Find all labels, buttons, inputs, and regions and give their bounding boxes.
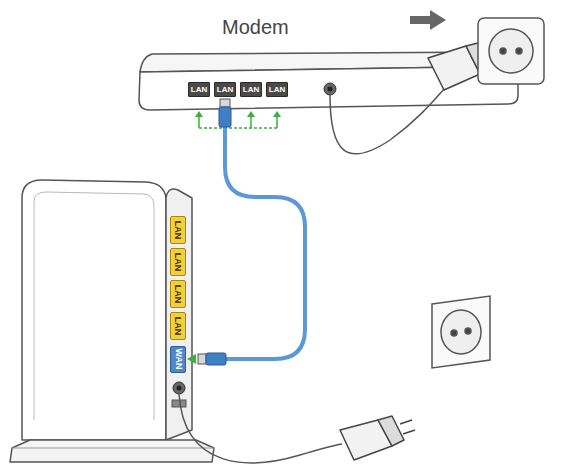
router-body: [22, 180, 192, 440]
ethernet-cable: [187, 99, 305, 365]
port-label: WAN: [173, 349, 183, 370]
lan-port: LAN: [214, 82, 236, 97]
device-title: Modem: [222, 16, 289, 39]
port-guide-arrows: [195, 111, 281, 128]
wall-socket: [432, 296, 490, 368]
plug-in-arrow: [410, 10, 446, 30]
cable-line: [225, 127, 305, 359]
lan-port: LAN: [170, 280, 186, 308]
port-label: LAN: [269, 85, 285, 94]
lan-port: LAN: [170, 312, 186, 340]
port-label: LAN: [243, 85, 259, 94]
lan-port: LAN: [188, 82, 210, 97]
rj45-plug: [198, 354, 206, 364]
arrowhead: [187, 354, 196, 364]
power-jack: [324, 83, 336, 95]
modem-device: ModemLAN LAN LAN LAN: [130, 16, 520, 112]
port-label: LAN: [191, 85, 207, 94]
router-stand: [10, 440, 214, 462]
port-label: LAN: [173, 285, 183, 304]
port-label: LAN: [217, 85, 233, 94]
wan-port: WAN: [170, 346, 186, 373]
power-cable: [330, 88, 445, 154]
power-adapter: [340, 416, 415, 460]
lan-port: LAN: [240, 82, 262, 97]
lan-port: LAN: [170, 216, 186, 244]
lan-port: LAN: [170, 248, 186, 276]
port-label: LAN: [173, 317, 183, 336]
port-label: LAN: [173, 221, 183, 240]
power-cable: [179, 394, 342, 463]
rj45-plug: [206, 353, 226, 365]
wall-socket: [478, 18, 544, 84]
port-label: LAN: [173, 253, 183, 272]
rj45-plug: [220, 99, 230, 107]
rj45-plug: [219, 107, 231, 127]
lan-port: LAN: [266, 82, 288, 97]
